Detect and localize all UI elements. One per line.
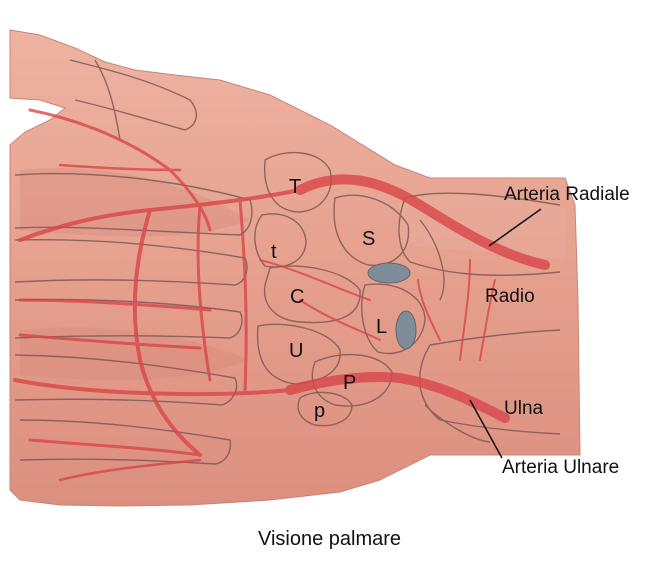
label-lunate: L [376,316,387,338]
label-scaphoid: S [362,228,375,250]
label-trapezium: T [289,176,301,198]
label-ulnar-artery: Arteria Ulnare [502,457,619,478]
hand-silhouette [10,30,580,506]
label-triquetrum: P [343,372,356,394]
label-capitate: C [290,286,304,308]
label-trapezoid: t [271,241,277,263]
marker-scaphoid-lunate [368,263,410,283]
marker-lunate [396,311,416,349]
label-ulna: Ulna [504,398,544,419]
label-hamate: U [289,340,303,362]
label-radius: Radio [485,286,535,307]
figure-caption: Visione palmare [0,528,659,551]
label-pisiform: p [314,400,325,422]
label-radial-artery: Arteria Radiale [504,184,630,205]
